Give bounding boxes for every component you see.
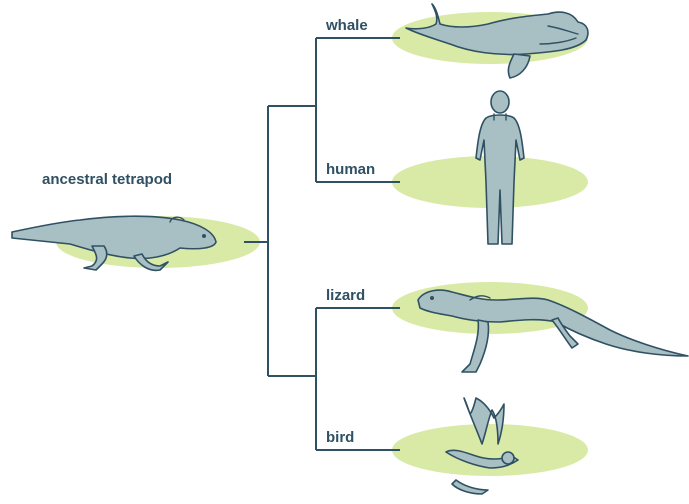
bird-label: bird bbox=[326, 430, 354, 445]
whale-label: whale bbox=[326, 18, 368, 33]
tree-branches bbox=[244, 38, 400, 450]
human-label: human bbox=[326, 162, 375, 177]
ancestor-label: ancestral tetrapod bbox=[42, 172, 172, 187]
lizard-label: lizard bbox=[326, 288, 365, 303]
